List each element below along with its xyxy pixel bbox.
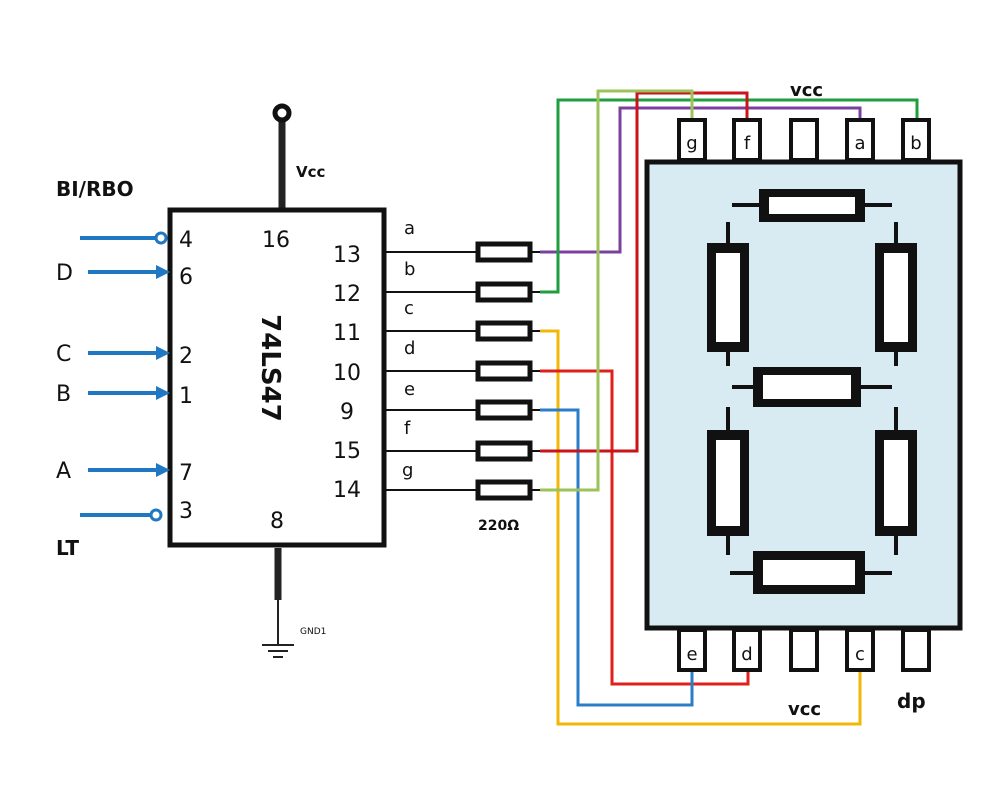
segment-wires xyxy=(540,89,919,726)
seven-segment-display: g f a b vcc e d c vcc dp xyxy=(644,80,963,720)
wire-d xyxy=(540,369,750,686)
ground-symbol xyxy=(262,644,294,658)
wire-c xyxy=(540,329,862,726)
bottom-pin-c: c xyxy=(855,644,865,665)
top-pin-b: b xyxy=(910,133,921,154)
resistor-g xyxy=(475,479,533,501)
segment-d xyxy=(730,551,892,594)
segment-e xyxy=(707,407,749,555)
input-label-b: B xyxy=(56,382,71,407)
input-label-lt: LT xyxy=(56,536,79,560)
ic-pin-gnd: 8 xyxy=(270,509,284,534)
output-pins: 13 12 11 10 9 15 14 xyxy=(333,243,361,503)
dp-label: dp xyxy=(897,689,926,713)
input-pin-3: 3 xyxy=(179,499,193,524)
segment-label-g: g xyxy=(402,460,413,481)
top-pin-a: a xyxy=(854,133,865,154)
resistor-e xyxy=(475,399,533,421)
input-label-c: C xyxy=(56,342,71,367)
gnd-label: GND1 xyxy=(300,627,326,637)
ic-body xyxy=(167,207,387,548)
segments xyxy=(707,189,917,594)
resistor-value: 220Ω xyxy=(478,518,519,534)
segment-label-b: b xyxy=(404,259,415,280)
resistor-a xyxy=(475,241,533,263)
ic-vcc-label: Vcc xyxy=(296,163,325,181)
input-pin-6: 6 xyxy=(179,265,193,290)
resistor-b xyxy=(475,281,533,303)
input-label-d: D xyxy=(56,261,73,286)
input-pin-7: 7 xyxy=(179,461,193,486)
input-label-a: A xyxy=(56,459,71,484)
segment-label-a: a xyxy=(404,218,415,239)
input-pin-1: 1 xyxy=(179,384,193,409)
top-pin-g: g xyxy=(686,133,697,154)
output-pin-13: 13 xyxy=(333,243,361,268)
output-pin-11: 11 xyxy=(333,321,361,346)
input-pin-4: 4 xyxy=(179,228,193,253)
output-pin-15: 15 xyxy=(333,439,361,464)
segment-label-d: d xyxy=(404,338,415,359)
output-pin-14: 14 xyxy=(333,478,361,503)
resistor-c xyxy=(475,320,533,342)
ic-part-number: 74LS47 xyxy=(255,314,285,422)
output-pin-12: 12 xyxy=(333,282,361,307)
segment-c xyxy=(875,407,917,555)
display-top-pins xyxy=(677,118,931,162)
vcc-terminal xyxy=(272,103,292,123)
resistor-bank: a b c d e f g 220Ω xyxy=(384,218,540,534)
segment-label-c: c xyxy=(404,298,414,319)
ic-pin-vcc: 16 xyxy=(262,228,290,253)
resistor-d xyxy=(475,360,533,382)
wire-a xyxy=(540,106,862,254)
output-pin-9: 9 xyxy=(340,400,354,425)
bottom-pin-d: d xyxy=(741,644,752,665)
bottom-pin-e: e xyxy=(686,644,697,665)
wire-g xyxy=(540,89,694,492)
top-pin-f: f xyxy=(744,133,751,154)
segment-f xyxy=(707,222,749,366)
ic-74ls47: Vcc 74LS47 16 8 GND1 BI/RBO 4 D 6 xyxy=(56,103,387,658)
wire-f xyxy=(540,91,749,453)
segment-label-e: e xyxy=(404,379,415,400)
wire-e xyxy=(540,408,694,707)
wire-b xyxy=(540,98,919,294)
input-pin-2: 2 xyxy=(179,344,193,369)
resistor-f xyxy=(475,440,533,462)
top-vcc-label: vcc xyxy=(790,80,823,101)
segment-g xyxy=(732,367,892,407)
segment-a xyxy=(732,189,892,222)
input-label-bi-rbo: BI/RBO xyxy=(56,177,134,201)
segment-b xyxy=(875,222,917,366)
segment-label-f: f xyxy=(404,418,411,439)
bottom-vcc-label: vcc xyxy=(788,699,821,720)
output-pin-10: 10 xyxy=(333,361,361,386)
input-signals: BI/RBO 4 D 6 C 2 B 1 A 7 LT xyxy=(56,177,193,560)
display-bottom-pins xyxy=(677,628,931,672)
